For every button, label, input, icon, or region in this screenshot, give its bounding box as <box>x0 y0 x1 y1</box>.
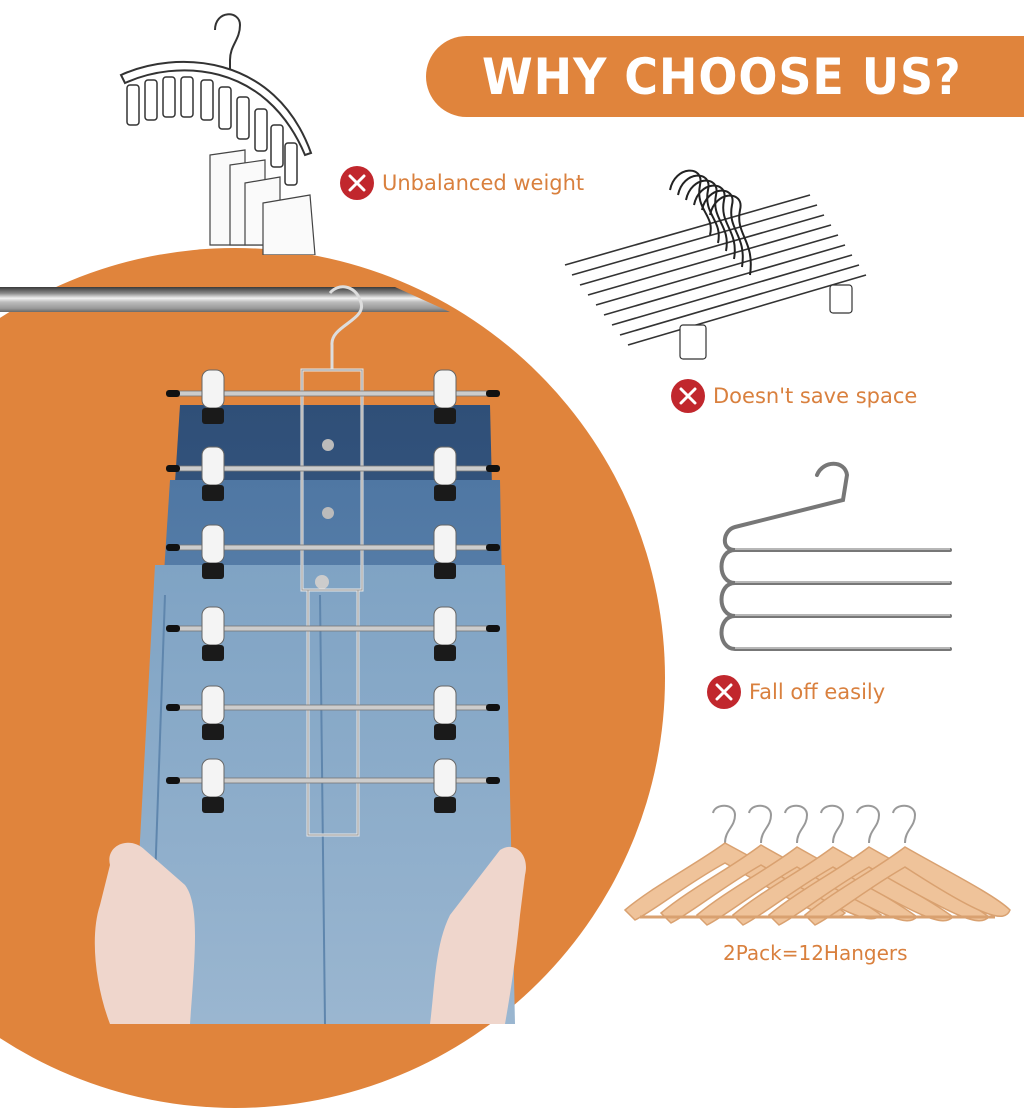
con-label: Doesn't save space <box>713 384 918 408</box>
con-item-fall-off-easily: Fall off easily <box>707 675 885 709</box>
six-tier-pants-hanger <box>166 285 500 837</box>
con-item-doesnt-save-space: Doesn't save space <box>671 379 917 413</box>
stacked-pant-hangers-illustration <box>564 169 867 360</box>
pack-quantity-label: 2Pack=12Hangers <box>723 941 908 965</box>
page-title: WHY CHOOSE US? <box>482 47 962 106</box>
header-banner: WHY CHOOSE US? <box>426 36 1024 117</box>
wooden-hangers-illustration <box>623 804 1011 926</box>
con-item-unbalanced-weight: Unbalanced weight <box>340 166 584 200</box>
x-circle-icon <box>340 166 374 200</box>
jeans-stack-image <box>130 405 515 1024</box>
clothes-rod <box>0 287 450 312</box>
s-type-pants-hanger-illustration <box>719 461 952 651</box>
con-label: Unbalanced weight <box>382 171 585 195</box>
x-circle-icon <box>707 675 741 709</box>
arc-clip-hanger-illustration <box>119 13 316 255</box>
x-circle-icon <box>671 379 705 413</box>
con-label: Fall off easily <box>749 680 886 704</box>
hands-holding-jeans <box>94 842 526 1024</box>
